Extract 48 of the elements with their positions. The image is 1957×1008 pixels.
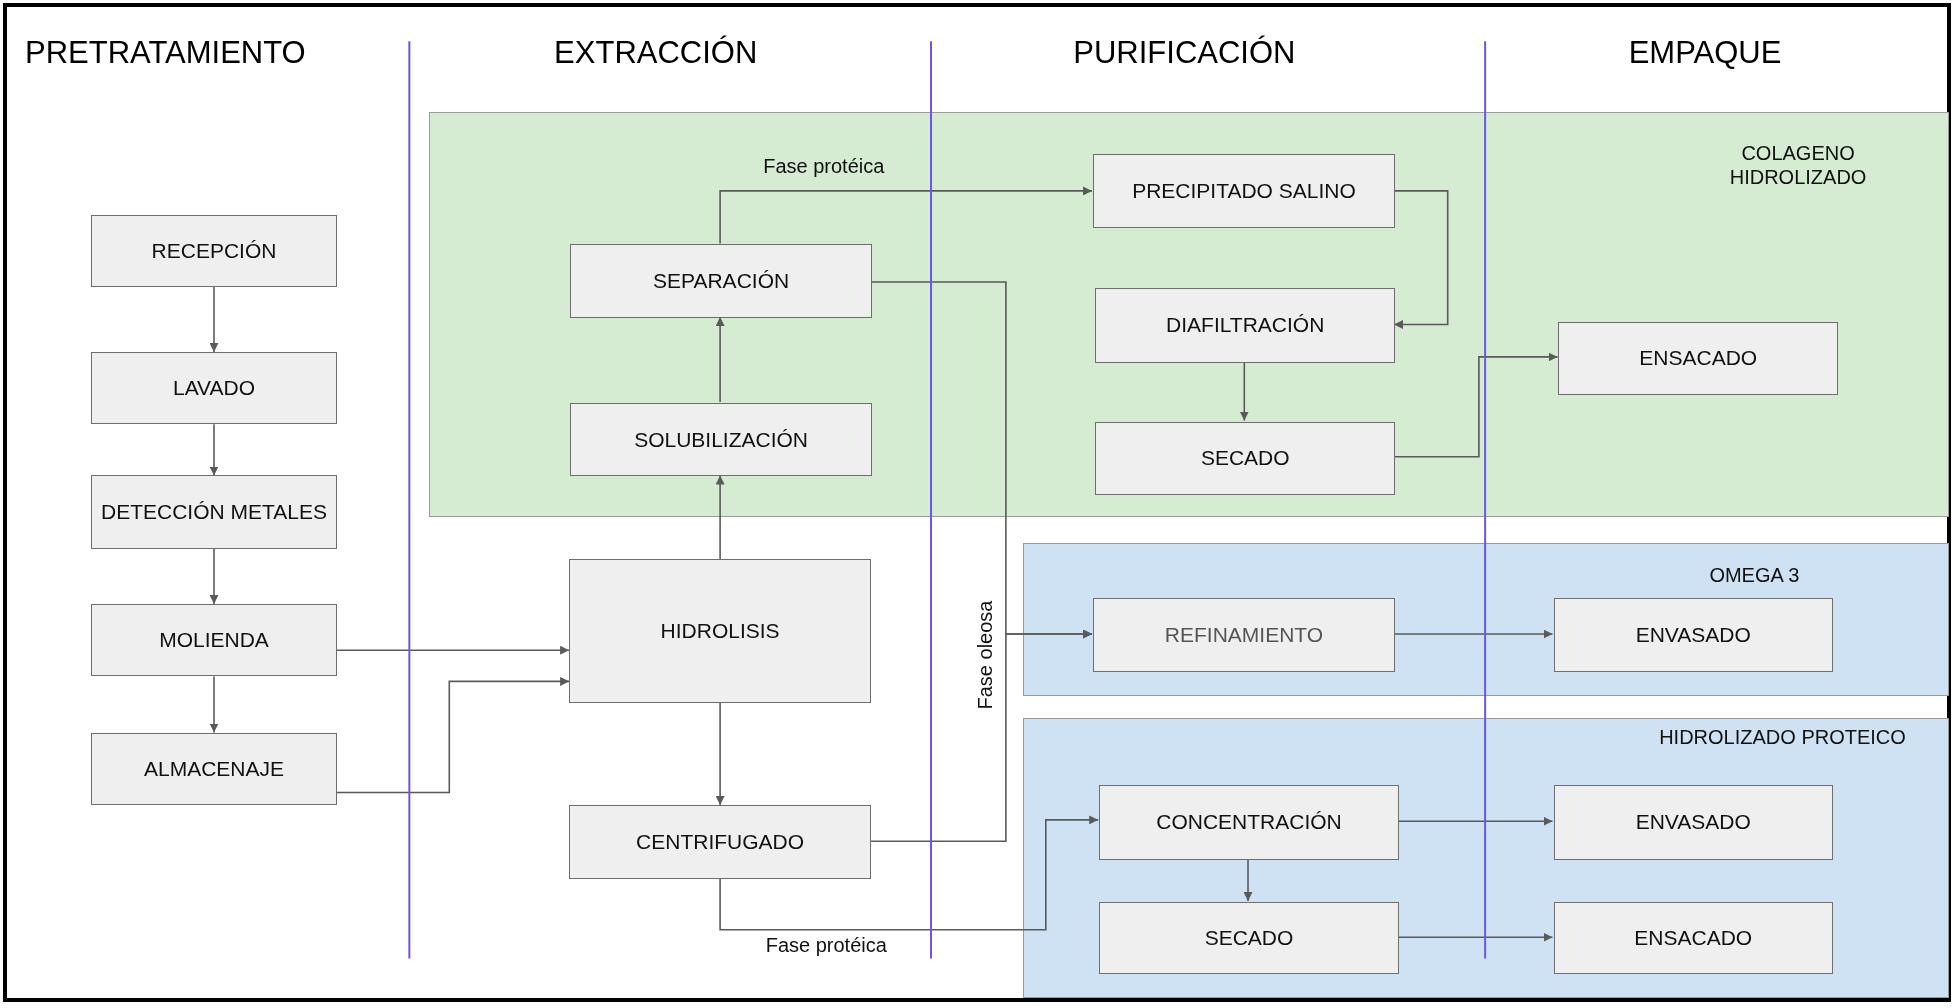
flow-arrow xyxy=(719,815,1099,931)
process-box: LAVADO xyxy=(91,351,337,425)
process-box: DIAFILTRACIÓN xyxy=(1095,288,1395,363)
product-group-panel xyxy=(1023,717,1950,999)
flow-arrow xyxy=(1397,816,1554,826)
process-box: DETECCIÓN METALES xyxy=(91,475,337,550)
group-label: OMEGA 3 xyxy=(1708,562,1801,587)
flow-arrow xyxy=(209,423,219,477)
process-box: ENSACADO xyxy=(1553,902,1834,975)
flow-arrow xyxy=(1397,932,1554,942)
flow-arrow xyxy=(1243,857,1253,902)
column-heading: EMPAQUE xyxy=(1628,34,1782,71)
flow-arrow xyxy=(1393,190,1449,329)
process-box: SEPARACIÓN xyxy=(570,244,873,318)
process-box: SOLUBILIZACIÓN xyxy=(570,402,873,477)
flow-arrow xyxy=(1239,361,1249,422)
process-box: HIDROLISIS xyxy=(569,559,872,703)
flow-arrow xyxy=(1393,629,1554,639)
process-box: ENVASADO xyxy=(1553,784,1834,860)
group-label: COLAGENO HIDROLIZADO xyxy=(1728,140,1868,189)
flow-arrow xyxy=(719,186,1093,245)
column-heading: EXTRACCIÓN xyxy=(554,34,758,71)
flow-arrow xyxy=(715,474,725,560)
process-box: RECEPCIÓN xyxy=(91,214,337,287)
column-heading: PURIFICACIÓN xyxy=(1073,34,1296,71)
flow-arrow xyxy=(715,316,725,403)
process-box: CENTRIFUGADO xyxy=(569,804,872,879)
process-box: PRECIPITADO SALINO xyxy=(1093,154,1395,229)
process-box: CONCENTRACIÓN xyxy=(1099,784,1399,860)
process-box: ALMACENAJE xyxy=(91,732,337,805)
flow-arrow xyxy=(209,675,219,734)
process-box: MOLIENDA xyxy=(91,604,337,677)
group-label: HIDROLIZADO PROTEICO xyxy=(1658,724,1907,749)
flow-arrow xyxy=(209,548,219,605)
flow-arrow xyxy=(1393,352,1559,458)
flow-arrow xyxy=(336,676,570,794)
process-box: SECADO xyxy=(1099,902,1399,975)
product-group-panel xyxy=(1023,542,1950,697)
process-box: SECADO xyxy=(1095,421,1395,496)
process-box: REFINAMIENTO xyxy=(1093,597,1395,673)
process-box: ENVASADO xyxy=(1553,597,1834,673)
process-box: ENSACADO xyxy=(1558,321,1839,396)
column-heading: PRETRATAMIENTO xyxy=(24,34,306,71)
flow-arrow xyxy=(715,701,725,806)
flow-arrow xyxy=(336,645,570,655)
flow-arrow xyxy=(870,629,1093,842)
flow-arrow xyxy=(209,286,219,353)
product-group-panel xyxy=(429,112,1950,517)
